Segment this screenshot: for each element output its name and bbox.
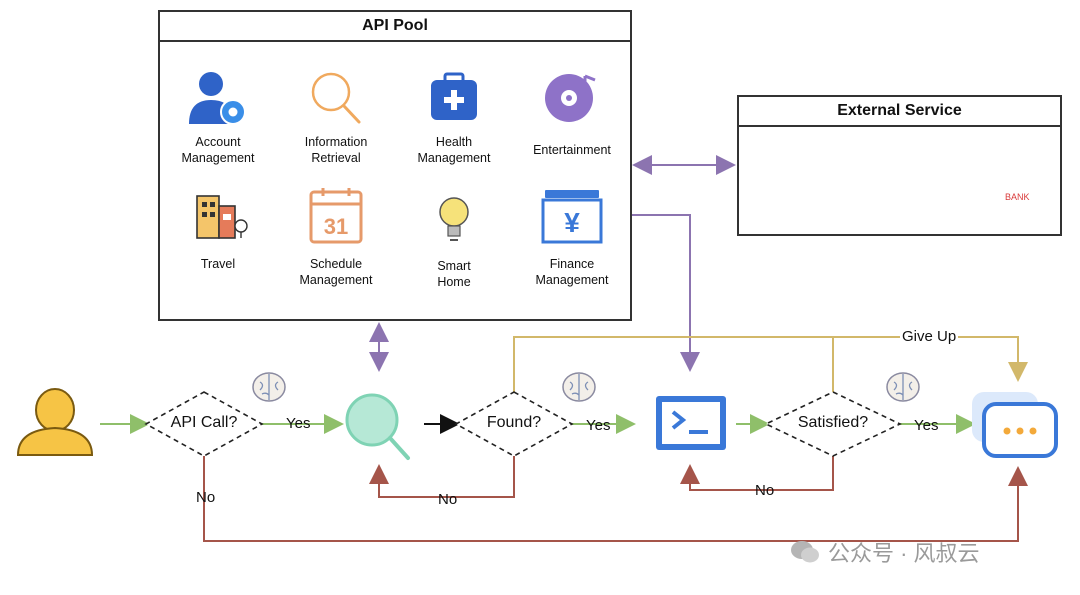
- yes-label: Yes: [286, 415, 311, 432]
- api-item-label: Travel: [200, 257, 236, 271]
- arrow-found-no: [369, 456, 515, 498]
- yen-bill-icon: ¥: [541, 190, 603, 244]
- arrow-satisfied-no: [680, 456, 834, 491]
- diamond-found: [454, 391, 574, 457]
- api-item-label: Health Management: [417, 135, 491, 165]
- api-item-information-retrieval: Information Retrieval: [281, 66, 391, 166]
- brain-icon: [562, 372, 596, 402]
- api-item-travel: Travel: [163, 188, 273, 272]
- api-pool-panel: API Pool: [158, 10, 632, 321]
- arrow-give-up: [513, 336, 1028, 392]
- bank-label: BANK: [1005, 192, 1030, 202]
- wechat-icon: [791, 541, 819, 563]
- api-item-label: Schedule Management: [299, 257, 373, 287]
- api-item-label: Smart Home: [437, 259, 471, 289]
- no-label: No: [196, 489, 216, 506]
- api-pool-title: API Pool: [160, 12, 630, 42]
- brain-icon: [252, 372, 286, 402]
- magnifier-icon: [311, 72, 361, 124]
- arrow-apicall-no: [203, 456, 1028, 542]
- api-item-health-management: Health Management: [399, 66, 509, 166]
- account-gear-icon: [189, 72, 246, 125]
- external-service-panel: External Service: [737, 95, 1062, 236]
- api-item-schedule-management: 31 Schedule Management: [281, 186, 391, 288]
- medical-kit-icon: [431, 72, 477, 120]
- watermark-text: 公众号 · 风叔云: [828, 541, 980, 566]
- diamond-satisfied: [764, 391, 902, 457]
- brain-icon: [886, 372, 920, 402]
- api-item-label: Information Retrieval: [304, 135, 368, 165]
- svg-text:31: 31: [324, 214, 348, 239]
- api-item-account-management: Account Management: [163, 66, 273, 166]
- api-item-finance-management: ¥ Finance Management: [517, 186, 627, 288]
- arrow-pool-to-terminal: [632, 214, 700, 372]
- terminal-icon: [656, 396, 726, 450]
- decision-found-label: Found?: [486, 414, 542, 431]
- buildings-icon: [196, 195, 248, 239]
- diamond-api-call: [144, 391, 264, 457]
- no-label: No: [755, 482, 775, 499]
- api-item-entertainment: Entertainment: [517, 66, 627, 158]
- search-icon: [345, 393, 410, 460]
- user-icon: [16, 388, 94, 456]
- give-up-label: Give Up: [900, 328, 959, 345]
- svg-text:¥: ¥: [564, 207, 580, 238]
- lightbulb-icon: [439, 197, 469, 241]
- decision-satisfied-label: Satisfied?: [797, 414, 869, 431]
- watermark: 公众号 · 风叔云: [790, 536, 980, 568]
- yes-label: Yes: [914, 417, 939, 434]
- api-item-label: Entertainment: [533, 143, 611, 157]
- decision-api-call-label: API Call?: [170, 414, 238, 431]
- api-item-label: Finance Management: [535, 257, 609, 287]
- music-disc-icon: [545, 74, 596, 122]
- no-label: No: [438, 491, 458, 508]
- yes-label: Yes: [586, 417, 611, 434]
- calendar-icon: 31: [309, 188, 363, 244]
- api-item-smart-home: Smart Home: [399, 190, 509, 290]
- api-item-label: Account Management: [181, 135, 255, 165]
- external-service-title: External Service: [739, 97, 1060, 127]
- chat-bubble-icon: [972, 392, 1058, 458]
